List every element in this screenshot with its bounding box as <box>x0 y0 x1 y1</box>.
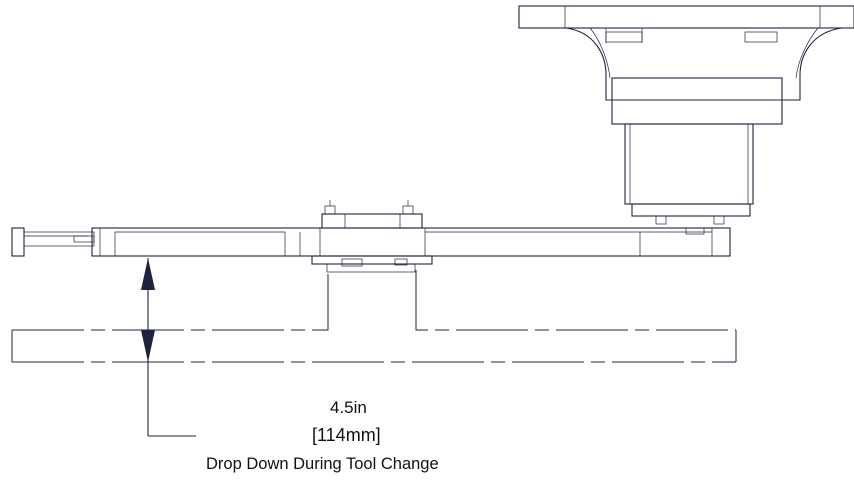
dimension-metric-label: [114mm] <box>312 425 381 445</box>
dimension-imperial-label: 4.5in <box>330 398 367 417</box>
dimension-arrow <box>141 258 196 437</box>
spindle-head <box>518 5 854 225</box>
drop-position-phantom <box>11 270 737 363</box>
tool-plate <box>11 200 731 273</box>
dimension-caption: Drop Down During Tool Change <box>206 455 439 473</box>
